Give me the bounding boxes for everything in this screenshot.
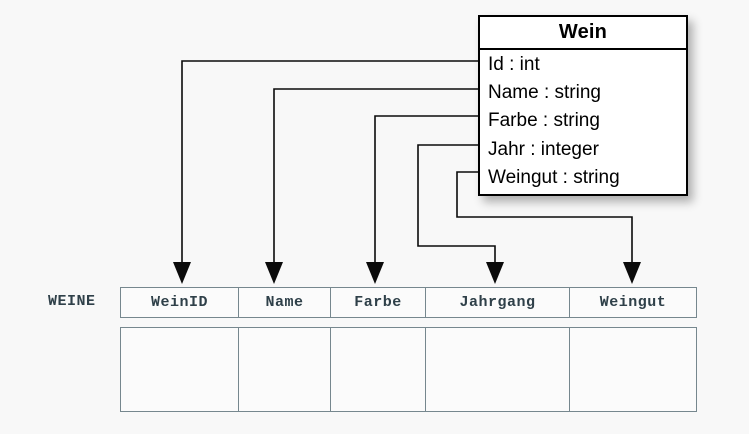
table-column-header[interactable]: Weingut: [599, 294, 667, 311]
connector-id-to-weinid: [173, 60, 478, 284]
class-attribute: Jahr : integer: [488, 138, 599, 160]
class-name-label: Wein: [480, 17, 686, 50]
table-column-header[interactable]: Jahrgang: [426, 288, 570, 317]
table-row: [120, 327, 697, 412]
table-header-row: WeinID Name Farbe Jahrgang Weingut: [120, 287, 697, 318]
class-attribute: Farbe : string: [488, 110, 600, 132]
class-attribute: Name : string: [488, 82, 601, 104]
connector-farbe-to-farbe: [366, 115, 478, 284]
connector-weingut-to-weingut: [456, 171, 641, 284]
connector-jahr-to-jahrgang: [417, 144, 504, 284]
table-column-header[interactable]: Name: [239, 288, 331, 317]
connector-name-to-name: [265, 88, 478, 284]
class-attribute-list: Id : int Name : string Farbe : string Ja…: [480, 50, 686, 194]
table-column-header[interactable]: WeinID: [121, 288, 239, 317]
table-name-label: WEINE: [48, 293, 96, 310]
class-attribute: Weingut : string: [488, 166, 620, 188]
table-column-header[interactable]: Farbe: [331, 288, 426, 317]
table-cell[interactable]: [570, 328, 696, 411]
class-attribute: Id : int: [488, 54, 540, 75]
uml-class-box-wein[interactable]: Wein Id : int Name : string Farbe : stri…: [478, 15, 688, 197]
table-cell[interactable]: [426, 328, 570, 411]
table-cell[interactable]: [239, 328, 331, 411]
table-cell[interactable]: [331, 328, 426, 411]
table-cell[interactable]: [121, 328, 239, 411]
